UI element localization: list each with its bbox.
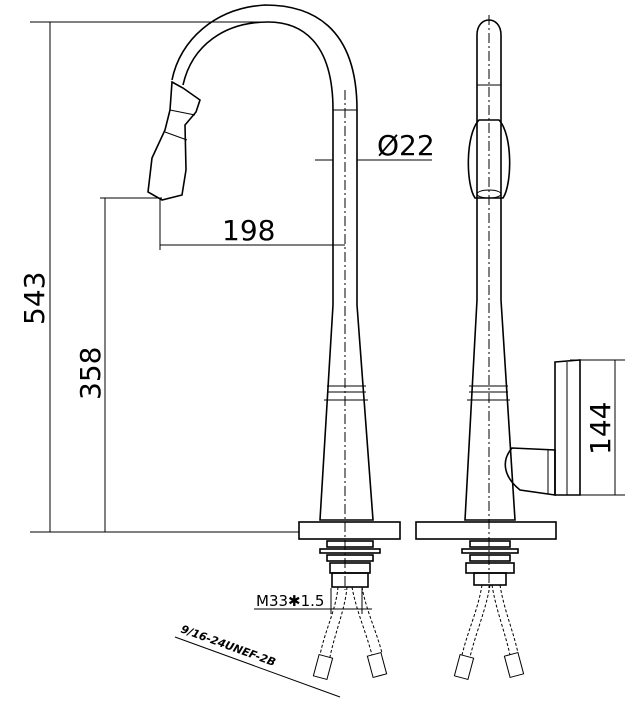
side-spray-head <box>467 119 511 199</box>
front-view <box>147 4 401 681</box>
dimension-handle-height: 144 <box>570 359 625 496</box>
dimension-tube-diameter: Ø22 <box>315 129 435 162</box>
side-base-plate <box>415 521 557 540</box>
spout-inner-edge <box>182 21 334 305</box>
dimension-hose-thread: 9/16-24UNEF-2B <box>174 623 341 698</box>
dim-144-label: 144 <box>584 402 617 455</box>
handle-base <box>504 447 556 496</box>
dim-m33-label: M33✱1.5 <box>256 592 324 610</box>
body <box>319 304 374 521</box>
dim-198-label: 198 <box>222 214 275 247</box>
dim-diameter-label: Ø22 <box>377 129 435 162</box>
dim-543-label: 543 <box>18 272 51 325</box>
base-plate <box>298 521 401 540</box>
hose-left <box>319 586 348 658</box>
dimension-spout-reach: 198 <box>159 198 345 250</box>
side-view <box>415 15 581 681</box>
spray-head <box>147 80 201 201</box>
hose-right <box>351 586 383 656</box>
dimension-total-height: 543 <box>18 21 299 533</box>
spout-outer-edge <box>171 4 358 305</box>
side-hose-right <box>491 584 519 656</box>
side-body <box>464 299 516 521</box>
dim-hose-thread-label: 9/16-24UNEF-2B <box>179 623 277 669</box>
dimension-mount-thread: M33✱1.5 <box>254 588 372 614</box>
dim-358-label: 358 <box>74 347 107 400</box>
dimension-spout-height: 358 <box>74 197 162 532</box>
side-hose-left <box>461 584 491 658</box>
